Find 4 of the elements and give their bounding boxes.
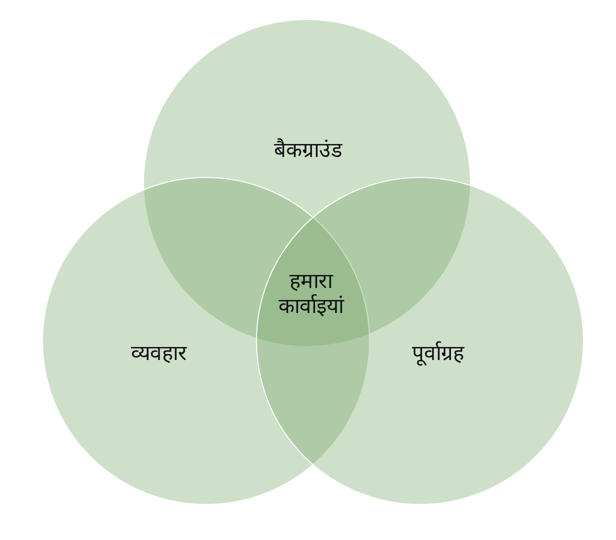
circle-label: पूर्वाग्रह [412,340,464,366]
intersection-label: हमारा कार्वाइयां [278,268,346,320]
circle-label: व्यवहार [131,340,187,366]
circle-label: बैकग्राउंड [274,137,342,163]
